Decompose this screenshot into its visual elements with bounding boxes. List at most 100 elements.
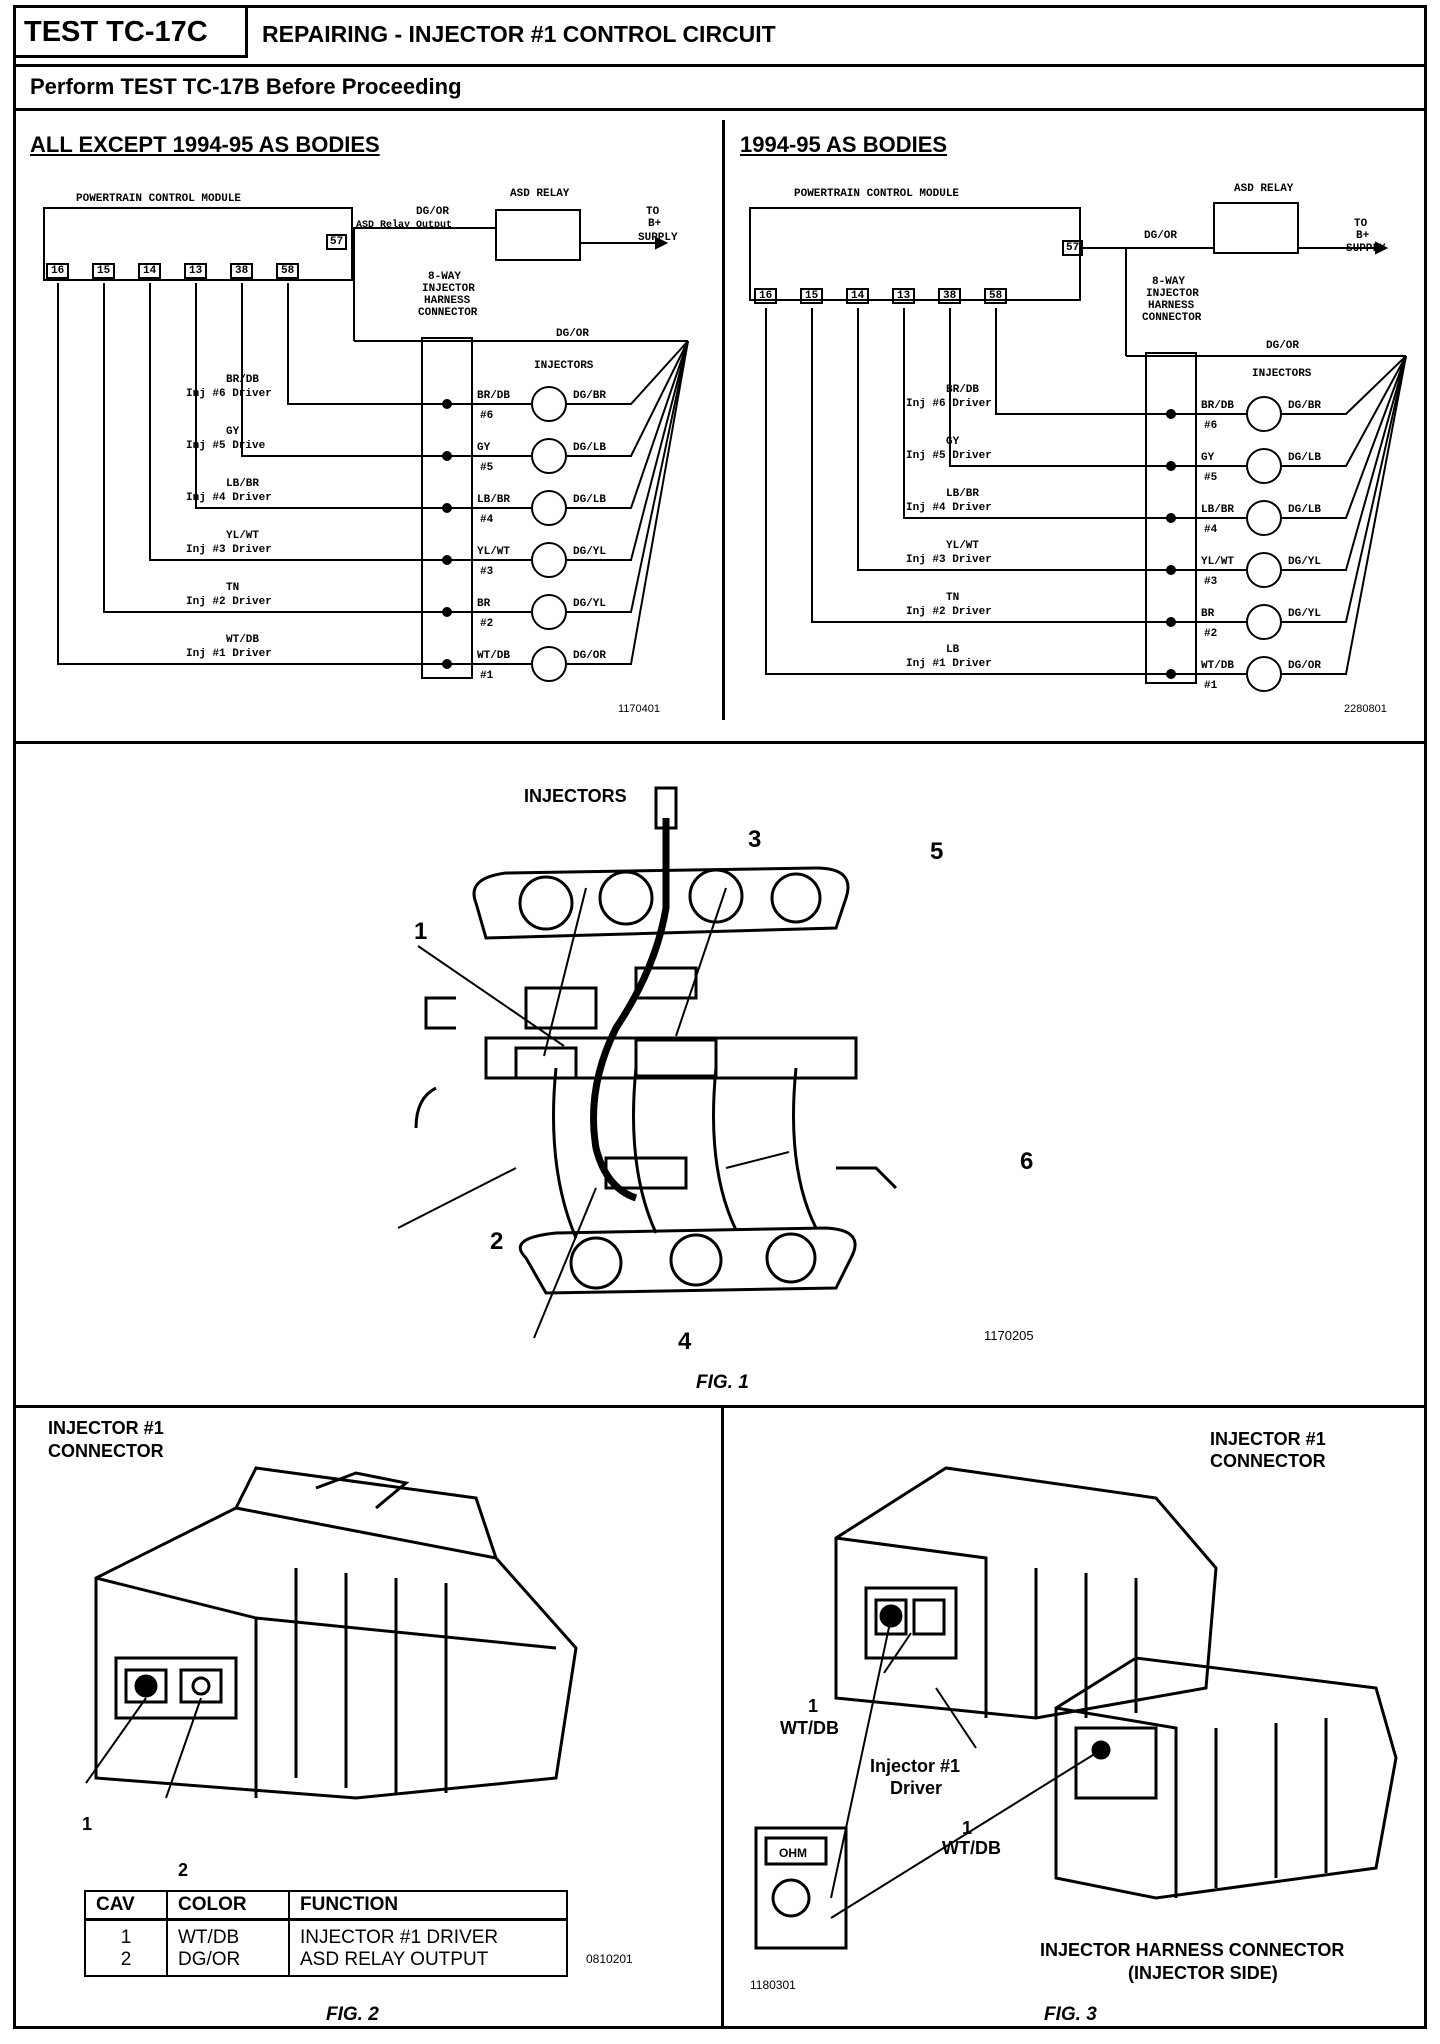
ohmmeter-label: OHM bbox=[779, 1846, 807, 1860]
common-wire bbox=[567, 340, 689, 665]
pcm-pin: 14 bbox=[138, 263, 162, 279]
injector-symbol bbox=[1246, 396, 1282, 432]
right-figure-number: 2280801 bbox=[1344, 703, 1387, 715]
common-wire bbox=[567, 340, 689, 613]
driver-label: Inj #1 Driver bbox=[186, 648, 272, 660]
connector-pin bbox=[442, 555, 452, 565]
right-schematic-heading: 1994-95 AS BODIES bbox=[740, 132, 948, 157]
relay-wire: DG/OR bbox=[416, 206, 450, 218]
table-row: 2 DG/OR ASD RELAY OUTPUT bbox=[86, 1949, 566, 1975]
injector-wire-out: DG/BR bbox=[1288, 400, 1322, 412]
injector-symbol bbox=[531, 646, 567, 682]
pcm-pin: 14 bbox=[846, 288, 870, 304]
connector-pin bbox=[1166, 617, 1176, 627]
common-wire bbox=[1282, 355, 1407, 675]
connector-pin bbox=[1166, 461, 1176, 471]
injector-wire-out: DG/YL bbox=[1288, 556, 1322, 568]
connector-pin bbox=[1166, 513, 1176, 523]
injector-wire-out: DG/YL bbox=[573, 598, 607, 610]
connector-pin bbox=[442, 607, 452, 617]
driver-wire bbox=[287, 283, 531, 405]
test-id-box: TEST TC-17C bbox=[16, 8, 248, 58]
driver-wire-color: BR/DB bbox=[946, 384, 980, 396]
pcm-pin: 58 bbox=[984, 288, 1008, 304]
injector-symbol bbox=[531, 490, 567, 526]
cylinder-number: #2 bbox=[1204, 628, 1218, 640]
pcm-pin: 58 bbox=[276, 263, 300, 279]
connector-pin bbox=[1166, 565, 1176, 575]
driver-wire bbox=[995, 308, 1246, 415]
injector-symbol bbox=[1246, 604, 1282, 640]
connector-label-3: HARNESS bbox=[1148, 300, 1195, 312]
color-cell: DG/OR bbox=[167, 1949, 290, 1975]
pcm-pin: 13 bbox=[184, 263, 208, 279]
connector-label-2: INJECTOR bbox=[422, 283, 475, 295]
supply-line-1: TO bbox=[646, 206, 660, 218]
common-wire bbox=[1282, 355, 1407, 571]
cav-cell: 2 bbox=[86, 1949, 168, 1975]
injector-wire-in: WT/DB bbox=[477, 650, 511, 662]
connector-label-4: CONNECTOR bbox=[418, 307, 478, 319]
supply-line-2: B+ bbox=[648, 218, 662, 230]
injector-wire-out: DG/YL bbox=[573, 546, 607, 558]
cylinder-number: #5 bbox=[1204, 472, 1218, 484]
driver-wire-color: WT/DB bbox=[226, 634, 260, 646]
driver-wire bbox=[241, 283, 531, 457]
driver-label: Inj #4 Driver bbox=[906, 502, 992, 514]
cylinder-number: #4 bbox=[1204, 524, 1218, 536]
injector-symbol bbox=[531, 594, 567, 630]
driver-label: Inj #5 Drive bbox=[186, 440, 266, 452]
injector-wire-out: DG/OR bbox=[1288, 660, 1322, 672]
common-wire: DG/OR bbox=[1266, 340, 1300, 352]
injector-wire-in: GY bbox=[477, 442, 491, 454]
driver-wire bbox=[57, 283, 531, 665]
pcm-pin: 15 bbox=[92, 263, 116, 279]
injector-wire-out: DG/YL bbox=[1288, 608, 1322, 620]
fig3-harness-label-1: INJECTOR HARNESS CONNECTOR bbox=[1040, 1940, 1345, 1960]
pcm-pin: 15 bbox=[800, 288, 824, 304]
driver-wire bbox=[949, 308, 1246, 467]
fig2-caption: FIG. 2 bbox=[326, 2004, 379, 2025]
cylinder-number: #2 bbox=[480, 618, 494, 630]
driver-wire-color: GY bbox=[946, 436, 960, 448]
driver-label: Inj #4 Driver bbox=[186, 492, 272, 504]
injector-wire-in: BR/DB bbox=[477, 390, 511, 402]
common-wire bbox=[1282, 355, 1407, 467]
left-schematic: POWERTRAIN CONTROL MODULE ASD RELAY DG/O… bbox=[16, 168, 722, 723]
supply-line-3: SUPPLY bbox=[638, 232, 678, 244]
cylinder-number: #3 bbox=[480, 566, 494, 578]
service-page: TEST TC-17C REPAIRING - INJECTOR #1 CONT… bbox=[13, 5, 1427, 2029]
driver-wire-color: TN bbox=[946, 592, 960, 604]
injector-symbol bbox=[1246, 656, 1282, 692]
injector-wire-in: BR/DB bbox=[1201, 400, 1235, 412]
injector-symbol bbox=[531, 542, 567, 578]
table-row: 1 WT/DB INJECTOR #1 DRIVER bbox=[86, 1919, 566, 1949]
injector-wire-in: YL/WT bbox=[1201, 556, 1235, 568]
injector-wire-in: GY bbox=[1201, 452, 1215, 464]
cylinder-number: #1 bbox=[480, 670, 494, 682]
driver-wire-color: LB bbox=[946, 644, 960, 656]
relay-label: ASD RELAY bbox=[1234, 183, 1294, 195]
col-color: COLOR bbox=[167, 1892, 290, 1921]
pcm-pin: 38 bbox=[938, 288, 962, 304]
injector-wire-out: DG/LB bbox=[1288, 452, 1322, 464]
fig2-title-2: CONNECTOR bbox=[48, 1441, 164, 1461]
injector-symbol bbox=[531, 386, 567, 422]
common-wire bbox=[567, 340, 689, 561]
left-wiring-diagram bbox=[43, 207, 689, 682]
fig1-callout-6: 6 bbox=[1020, 1148, 1034, 1175]
injectors-label: INJECTORS bbox=[1252, 368, 1312, 380]
injector-wire-out: DG/LB bbox=[573, 442, 607, 454]
common-wire bbox=[567, 340, 689, 405]
injectors-label: INJECTORS bbox=[534, 360, 594, 372]
col-function: FUNCTION bbox=[289, 1892, 566, 1921]
driver-wire bbox=[903, 308, 1246, 519]
left-schematic-heading: ALL EXCEPT 1994-95 AS BODIES bbox=[30, 132, 380, 157]
injector-symbol bbox=[1246, 552, 1282, 588]
pin-57: 57 bbox=[326, 234, 348, 250]
driver-wire bbox=[765, 308, 1246, 675]
connector-pin bbox=[442, 503, 452, 513]
right-wiring-diagram bbox=[749, 202, 1407, 692]
fig2-callout-2: 2 bbox=[178, 1860, 189, 1880]
test-id: TEST TC-17C bbox=[24, 16, 208, 48]
